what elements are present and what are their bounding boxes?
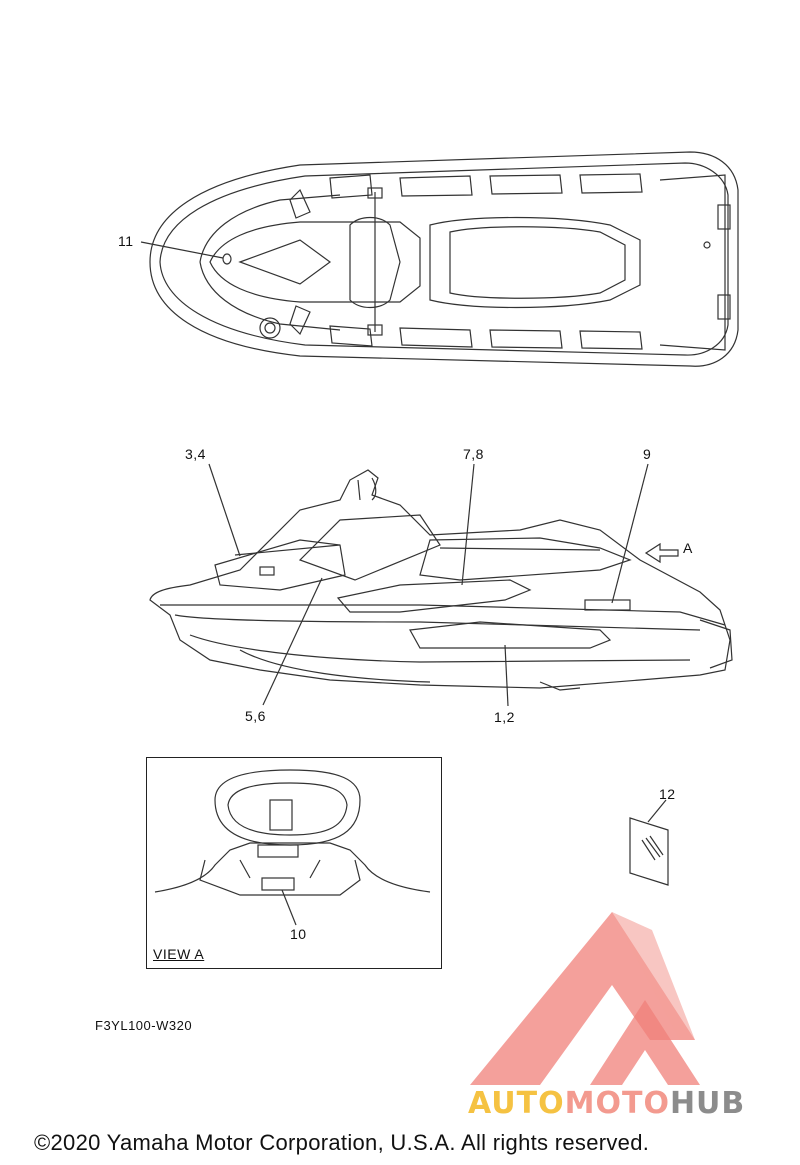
- top-view-watercraft: [149, 151, 739, 367]
- view-a-frame: [146, 757, 442, 969]
- rear-view-watercraft: [154, 769, 431, 896]
- callout-7-8: 7,8: [463, 446, 484, 462]
- callout-5-6: 5,6: [245, 708, 266, 724]
- callout-1-2: 1,2: [494, 709, 515, 725]
- diagram-code: F3YL100-W320: [95, 1018, 193, 1033]
- callout-12: 12: [659, 786, 676, 802]
- brand-moto: MOTO: [564, 1086, 670, 1121]
- brand-hub: HUB: [669, 1086, 746, 1121]
- side-view-watercraft: [149, 469, 733, 691]
- item-12-label-card: [629, 817, 669, 886]
- automotohub-logo: [470, 912, 700, 1085]
- leader-line-5-6: [262, 577, 323, 706]
- leader-line-12: [647, 799, 667, 823]
- leader-line-11: [140, 241, 224, 259]
- leader-line-9: [611, 463, 649, 604]
- callout-3-4: 3,4: [185, 446, 206, 462]
- view-a-arrow-icon: [644, 542, 679, 564]
- copyright-notice: ©2020 Yamaha Motor Corporation, U.S.A. A…: [34, 1130, 650, 1155]
- leader-line-7-8: [461, 463, 475, 586]
- callout-11: 11: [118, 233, 134, 249]
- callout-9: 9: [643, 446, 652, 462]
- leader-line-10: [281, 889, 297, 926]
- leader-line-3-4: [208, 463, 241, 557]
- view-a-label: VIEW A: [153, 946, 205, 962]
- brand-auto: AUTO: [468, 1086, 565, 1121]
- yamaha-label-10: [261, 877, 295, 891]
- callout-10: 10: [290, 926, 307, 942]
- automotohub-wordmark: AUTOMOTOHUB: [468, 1086, 745, 1121]
- callout-view-a-arrow: A: [683, 540, 693, 556]
- leader-line-1-2: [504, 644, 509, 707]
